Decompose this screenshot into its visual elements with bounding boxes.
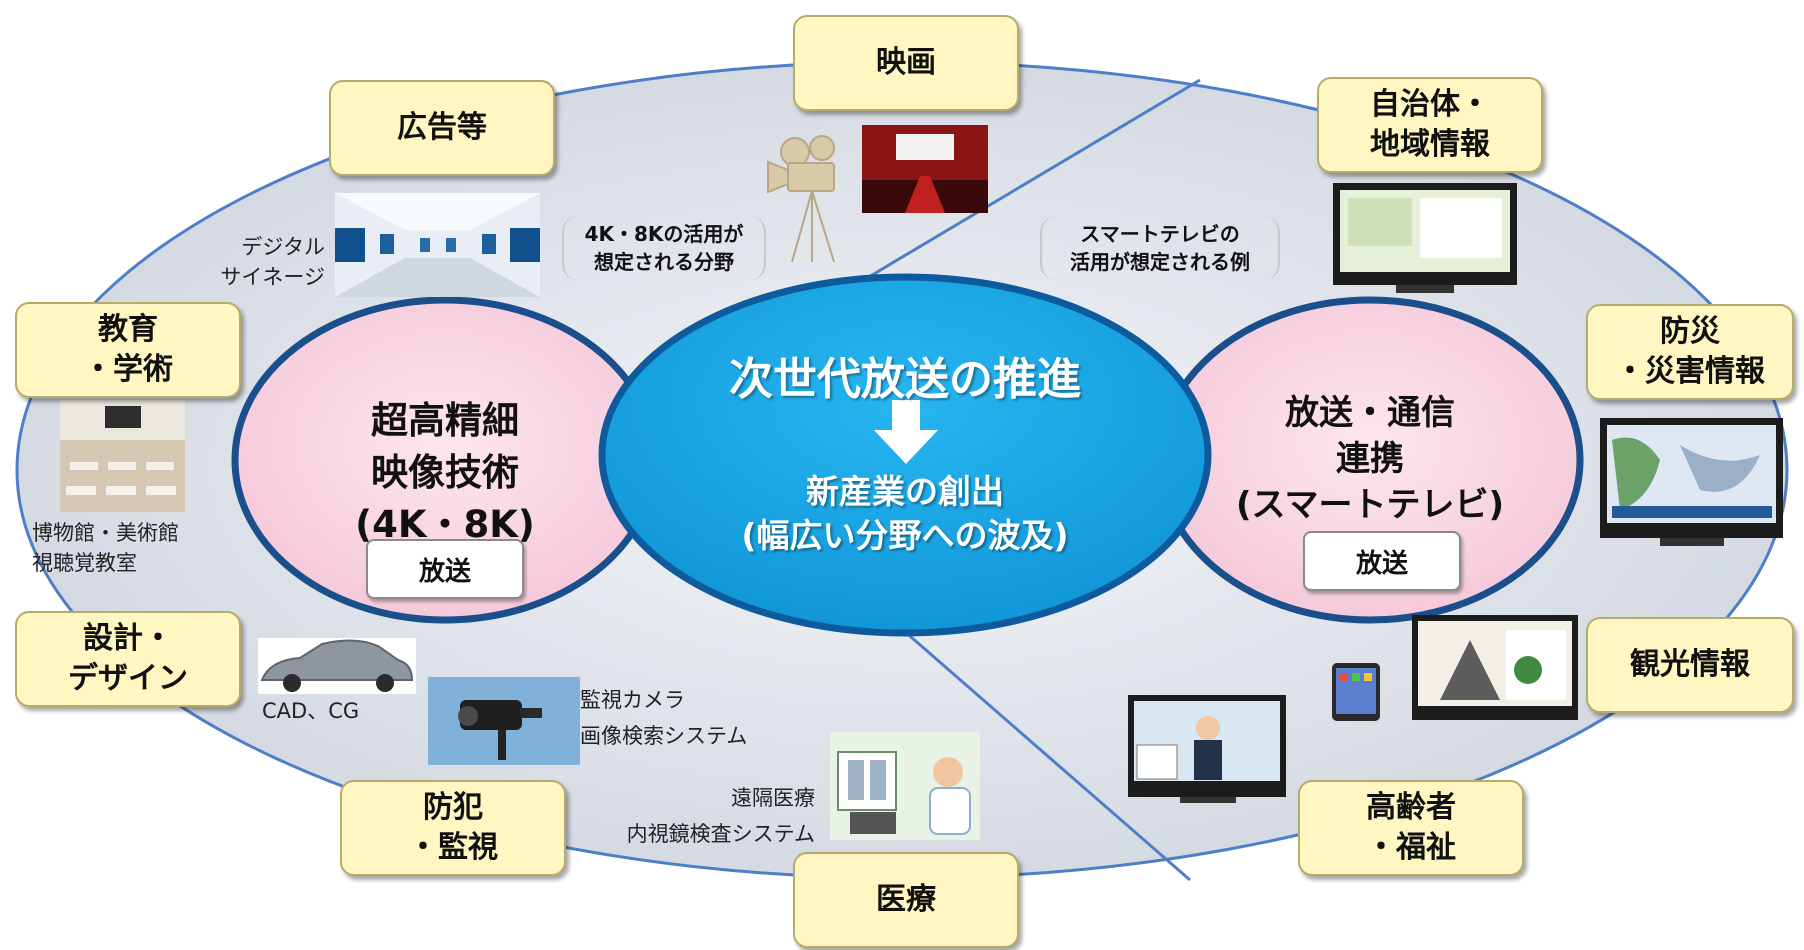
- tablet-image: [1332, 663, 1380, 721]
- bracket-label-smarttv: スマートテレビの 活用が想定される例: [1040, 216, 1280, 280]
- field-iryou: 医療: [793, 852, 1019, 948]
- telemedicine-image: [830, 732, 980, 840]
- caption-cad: CAD、CG: [262, 699, 360, 723]
- field-sekkei: 設計・ デザイン: [15, 611, 241, 707]
- caption-medical: 遠隔医療 内視鏡検査システム: [626, 786, 815, 846]
- tv-sightseeing-image: [1412, 615, 1578, 720]
- right-oval-badge: 放送: [1303, 531, 1461, 591]
- digital-signage-image: [335, 193, 540, 297]
- field-bouhan: 防犯 ・監視: [340, 780, 566, 876]
- security-camera-image: [428, 677, 580, 765]
- left-oval-title: 超高精細 映像技術 (4K・8K): [355, 399, 535, 546]
- field-koureisha: 高齢者 ・福祉: [1298, 780, 1524, 876]
- right-oval-title: 放送・通信 連携 (スマートテレビ): [1235, 393, 1505, 525]
- field-koukoku: 広告等: [329, 80, 555, 176]
- field-eiga: 映画: [793, 15, 1019, 111]
- tv-disaster-info-image: [1600, 418, 1783, 546]
- tv-regional-info-image: [1333, 183, 1517, 293]
- field-jichitai: 自治体・ 地域情報: [1317, 77, 1543, 173]
- center-subtitle: 新産業の創出 (幅広い分野への波及): [741, 472, 1069, 555]
- caption-camera: 監視カメラ 画像検索システム: [580, 688, 748, 748]
- field-bousai: 防災 ・災害情報: [1586, 304, 1794, 400]
- tv-news-image: [1128, 695, 1286, 803]
- bracket-label-4k8k: 4K・8Kの活用が 想定される分野: [562, 216, 766, 280]
- field-kankou: 観光情報: [1586, 617, 1794, 713]
- divider-lower: [879, 608, 1191, 882]
- down-arrow-icon: [874, 400, 938, 464]
- left-oval-badge: 放送: [366, 539, 524, 599]
- cinema-image: [862, 125, 988, 213]
- field-kyouiku: 教育 ・学術: [15, 302, 241, 398]
- center-title: 次世代放送の推進: [729, 354, 1081, 405]
- classroom-image: [60, 400, 185, 512]
- movie-camera-icon: [767, 135, 835, 263]
- divider-upper: [829, 78, 1201, 302]
- car-image: [258, 638, 416, 694]
- caption-signage: デジタル サイネージ: [220, 235, 325, 289]
- caption-museum: 博物館・美術館 視聴覚教室: [32, 521, 179, 575]
